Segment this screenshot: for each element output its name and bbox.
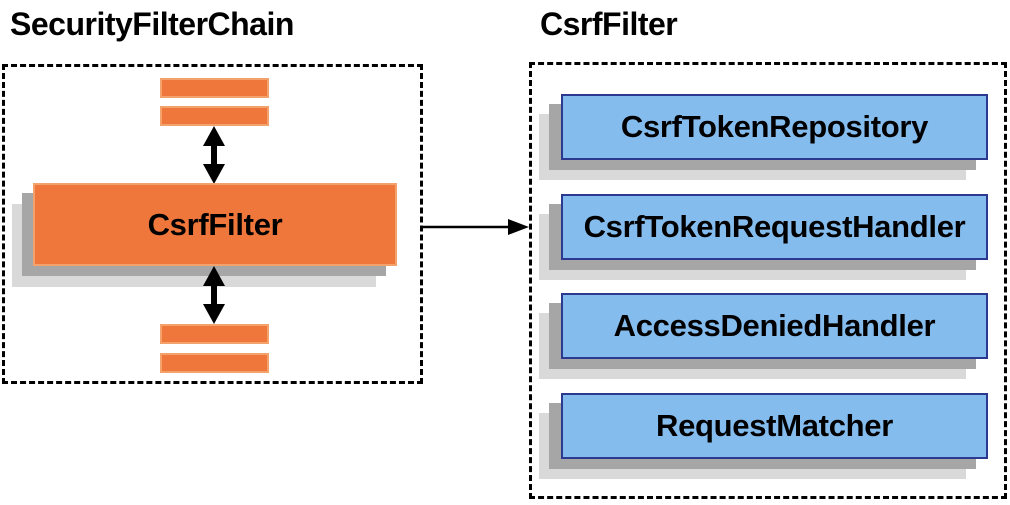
security-filter-chain-box	[2, 64, 423, 384]
component-box-request-matcher: RequestMatcher	[561, 393, 988, 459]
component-label: RequestMatcher	[656, 408, 893, 443]
csrf-filter-label: CsrfFilter	[147, 206, 283, 242]
csrf-filter-node: CsrfFilter	[33, 183, 397, 266]
component-label: CsrfTokenRepository	[620, 109, 929, 144]
filter-stub-bar	[160, 106, 269, 126]
component-box-csrf-token-repository: CsrfTokenRepository	[561, 94, 988, 160]
csrf-filter-components-box	[529, 62, 1007, 499]
component-label: AccessDeniedHandler	[613, 308, 936, 343]
csrf-filter-title: CsrfFilter	[540, 6, 678, 42]
security-filter-chain-title: SecurityFilterChain	[10, 6, 294, 42]
bidirectional-arrow-icon	[203, 266, 225, 324]
filter-stub-bar	[160, 353, 269, 373]
filter-stub-bar	[160, 324, 269, 344]
component-box-csrf-token-request-handler: CsrfTokenRequestHandler	[561, 194, 988, 260]
flow-arrow-icon	[422, 219, 529, 235]
filter-stub-bar	[160, 78, 269, 98]
component-label: CsrfTokenRequestHandler	[583, 209, 966, 244]
bidirectional-arrow-icon	[203, 126, 225, 184]
component-box-access-denied-handler: AccessDeniedHandler	[561, 293, 988, 359]
